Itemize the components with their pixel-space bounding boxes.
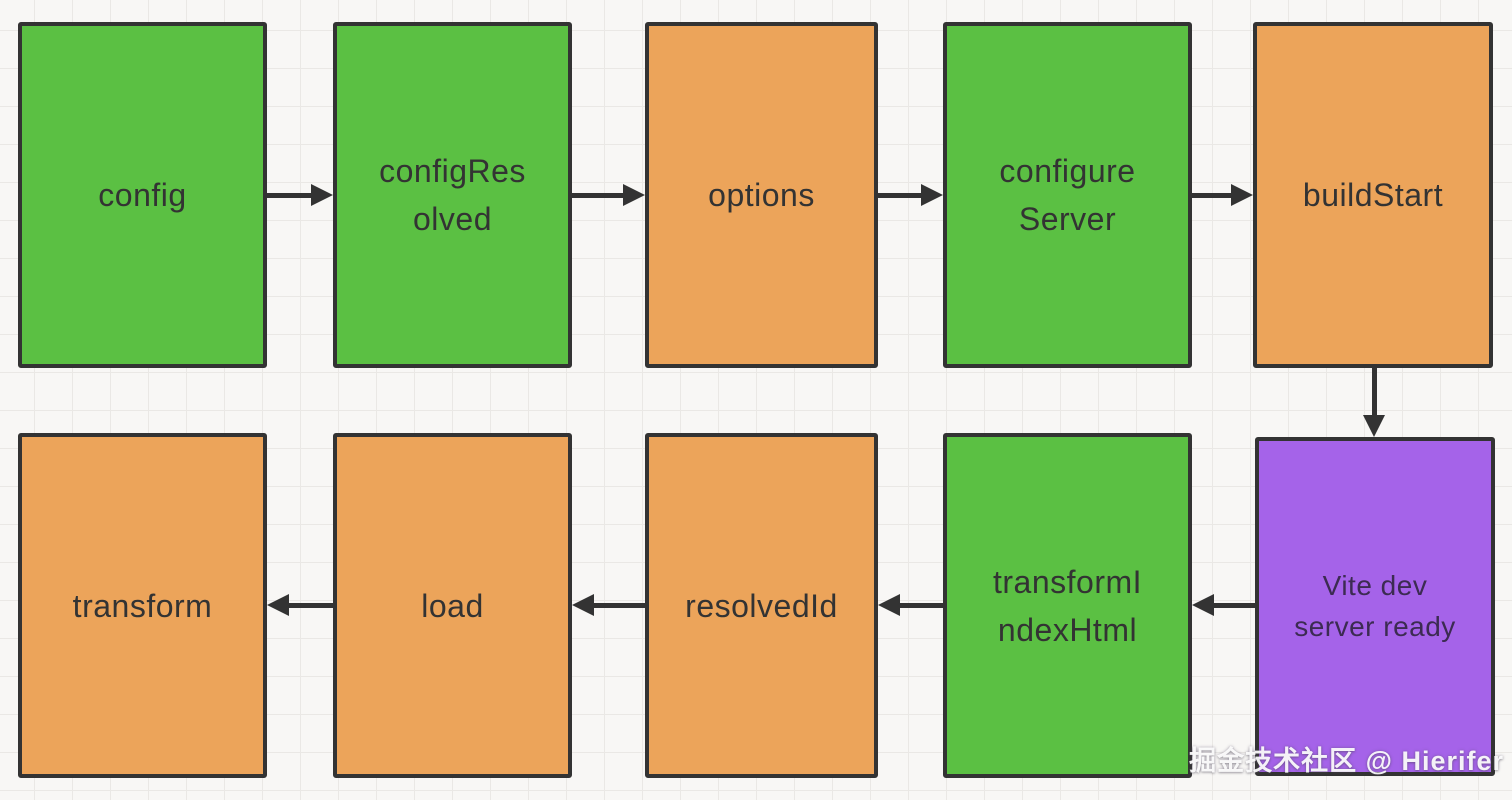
watermark: 掘金技术社区 @ Hierifer [1189, 746, 1504, 776]
node-configure-server: configure Server [943, 22, 1192, 368]
node-config-label: config [98, 177, 187, 213]
arrow-shaft [285, 603, 333, 608]
node-transform: transform [18, 433, 267, 778]
arrow-right-icon [921, 184, 943, 206]
node-load: load [333, 433, 572, 778]
edge-vitedevserverready-to-transformindexhtml [1192, 593, 1255, 617]
arrow-shaft [1192, 193, 1235, 198]
node-transform-index-html: transformI ndexHtml [943, 433, 1192, 778]
arrow-right-icon [311, 184, 333, 206]
arrow-left-icon [267, 594, 289, 616]
arrow-shaft [267, 193, 315, 198]
node-transform-index-html-label: transformI ndexHtml [992, 563, 1143, 648]
node-options: options [645, 22, 878, 368]
arrow-shaft [590, 603, 645, 608]
edge-config-to-configresolved [267, 183, 333, 207]
edge-configureserver-to-buildstart [1192, 183, 1253, 207]
node-config-resolved-label: configRes olved [379, 153, 526, 237]
node-vite-dev-server-ready-label: Vite dev server ready [1294, 569, 1456, 642]
node-resolved-id: resolvedId [645, 433, 878, 778]
edge-options-to-configureserver [878, 183, 943, 207]
arrow-left-icon [572, 594, 594, 616]
arrow-right-icon [1231, 184, 1253, 206]
arrow-shaft [878, 193, 925, 198]
node-transform-label: transform [72, 587, 213, 624]
arrow-shaft [572, 193, 627, 198]
node-build-start-label: buildStart [1302, 177, 1444, 213]
arrow-right-icon [623, 184, 645, 206]
node-config-resolved: configRes olved [333, 22, 572, 368]
edge-configresolved-to-options [572, 183, 645, 207]
arrow-shaft [1372, 368, 1377, 419]
arrow-left-icon [1192, 594, 1214, 616]
arrow-shaft [1210, 603, 1255, 608]
node-configure-server-label: configure Server [999, 153, 1136, 237]
arrow-down-icon [1363, 415, 1385, 437]
edge-load-to-transform [267, 593, 333, 617]
node-options-label: options [708, 177, 815, 213]
node-load-label: load [421, 587, 484, 624]
arrow-left-icon [878, 594, 900, 616]
edge-transformindexhtml-to-resolvedid [878, 593, 943, 617]
edge-buildstart-to-vitedevserverready [1362, 368, 1386, 437]
edge-resolvedid-to-load [572, 593, 645, 617]
node-config: config [18, 22, 267, 368]
node-resolved-id-label: resolvedId [685, 587, 838, 624]
arrow-shaft [896, 603, 943, 608]
node-vite-dev-server-ready: Vite dev server ready [1255, 437, 1495, 776]
node-build-start: buildStart [1253, 22, 1493, 368]
